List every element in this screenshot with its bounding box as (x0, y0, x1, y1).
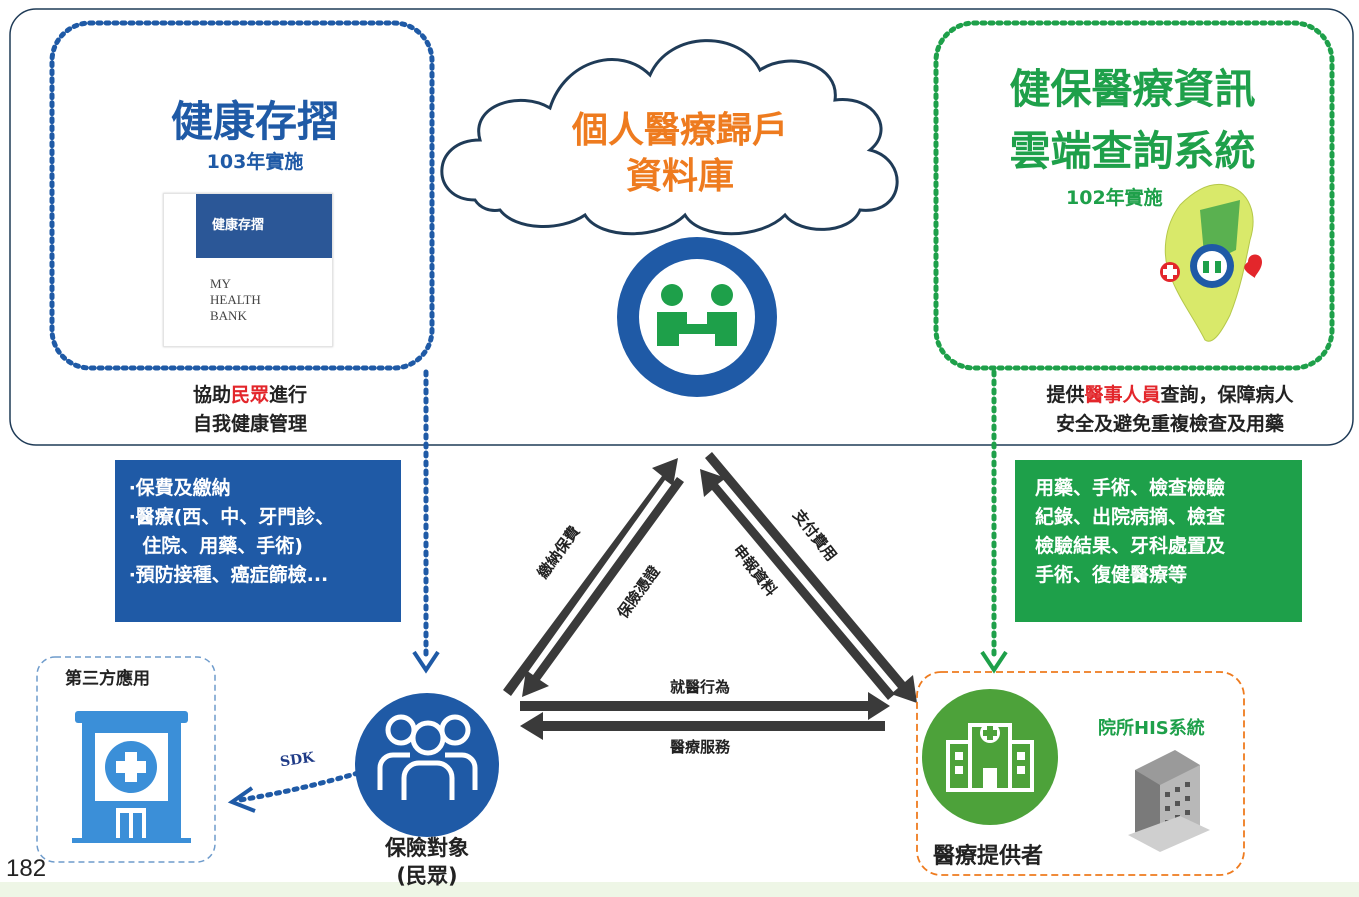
insured-label: 保險對象 (民眾) (347, 834, 507, 890)
cloud-shape (440, 39, 899, 236)
page-number: 182 (6, 855, 47, 882)
taiwan-map-icon (1160, 183, 1262, 342)
health-bank-card: 健康存摺 MY HEALTH BANK (163, 193, 333, 347)
left-panel-title: 健康存摺 (170, 97, 339, 146)
provider-info-item-3: 檢驗結果、牙科處置及 (1035, 535, 1226, 557)
right-panel-border (933, 20, 1335, 371)
right-caption-post: 查詢，保障病人 (1160, 384, 1294, 406)
right-panel-year: 102年實施 (1066, 187, 1163, 209)
arrow-label-medical-behavior: 就醫行為 (669, 678, 730, 696)
insured-info-item-3: 住院、用藥、手術) (129, 535, 303, 557)
right-panel-title: 健保醫療資訊 雲端查詢系統 (960, 58, 1305, 182)
right-caption-highlight: 醫事人員 (1084, 384, 1161, 406)
left-caption-highlight: 民眾 (230, 384, 269, 406)
cloud-line1: 個人醫療歸戶 (571, 110, 788, 151)
left-panel-year: 103年實施 (206, 151, 304, 173)
provider-info-box: 用藥、手術、檢查檢驗 紀錄、出院病摘、檢查 檢驗結果、牙科處置及 手術、復健醫療… (1015, 460, 1302, 622)
his-label: 院所HIS系統 (1098, 718, 1205, 739)
insured-info-item-1: ‧保費及繳納 (129, 477, 231, 499)
right-title-line2: 雲端查詢系統 (1009, 127, 1256, 175)
cloud-label: 個人醫療歸戶 資料庫 (530, 108, 830, 200)
outer-frame (9, 8, 1354, 446)
left-panel-border (49, 20, 435, 371)
sdk-arrowhead (227, 786, 256, 813)
right-title-line1: 健保醫療資訊 (1009, 65, 1256, 113)
health-bank-name: MY HEALTH BANK (210, 276, 261, 324)
sdk-dotted-arrow (237, 770, 361, 803)
right-caption-pre: 提供 (1046, 384, 1085, 406)
health-bank-header: 健康存摺 (196, 194, 332, 258)
footer-strip (0, 882, 1359, 897)
insured-label-line1: 保險對象 (385, 836, 469, 860)
left-caption-line1: 協助民眾進行 (120, 381, 380, 410)
right-caption-line2: 安全及避免重複檢查及用藥 (1055, 413, 1284, 435)
insured-label-line2: (民眾) (396, 864, 458, 888)
provider-info-item-4: 手術、復健醫療等 (1035, 564, 1188, 586)
health-bank-line3: BANK (210, 308, 247, 323)
provider-info-item-2: 紀錄、出院病摘、檢查 (1035, 506, 1226, 528)
left-caption-post: 進行 (269, 384, 308, 406)
left-caption-pre: 協助 (192, 384, 231, 406)
cloud-line2: 資料庫 (625, 156, 734, 197)
right-caption-line1: 提供醫事人員查詢，保障病人 (1000, 381, 1340, 410)
left-caption-line2: 自我健康管理 (192, 413, 307, 435)
provider-info-item-1: 用藥、手術、檢查檢驗 (1035, 477, 1226, 499)
health-bank-line2: HEALTH (210, 292, 261, 307)
his-building-icon (1128, 750, 1210, 852)
arrow-label-medical-service: 醫療服務 (669, 738, 730, 756)
flow-arrows (503, 452, 917, 740)
hospital-app-icon (72, 711, 191, 843)
health-bank-line1: MY (210, 276, 231, 291)
third-party-label: 第三方應用 (65, 669, 150, 689)
third-party-box (36, 656, 216, 863)
insured-info-box: ‧保費及繳納 ‧醫療(西、中、牙門診、 住院、用藥、手術) ‧預防接種、癌症篩檢… (115, 460, 401, 622)
right-connector-arrowhead (980, 650, 1008, 674)
left-panel-caption: 協助民眾進行 自我健康管理 (120, 381, 380, 439)
nhi-logo (617, 237, 777, 397)
hospital-icon (922, 689, 1058, 825)
people-icon (355, 693, 499, 837)
right-panel-caption: 提供醫事人員查詢，保障病人 安全及避免重複檢查及用藥 (1000, 381, 1340, 439)
insured-info-item-2: ‧醫療(西、中、牙門診、 (129, 506, 335, 528)
provider-box (916, 671, 1245, 876)
provider-label: 醫療提供者 (933, 844, 1044, 869)
left-connector-arrowhead (412, 650, 440, 674)
insured-info-item-4: ‧預防接種、癌症篩檢... (129, 564, 329, 586)
